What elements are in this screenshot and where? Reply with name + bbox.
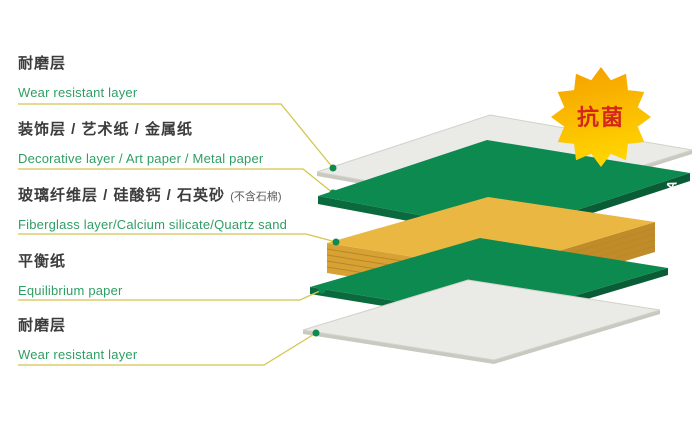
leader-line-decorative bbox=[18, 168, 334, 194]
starburst-shape bbox=[551, 67, 651, 167]
leader-line-core bbox=[18, 233, 337, 243]
label-wear-bottom-en: Wear resistant layer bbox=[18, 347, 138, 362]
layer-dot-wear-top bbox=[329, 164, 337, 172]
layer-wear-bottom-side-left bbox=[303, 330, 494, 364]
leader-line-wear-top bbox=[18, 103, 334, 169]
layer-equilibrium-face bbox=[310, 238, 668, 318]
label-wear-top-zh: 耐磨层 bbox=[18, 55, 67, 72]
leader-lines bbox=[18, 103, 337, 366]
label-decorative-zh: 装饰层 / 艺术纸 / 金属纸 bbox=[18, 121, 194, 138]
leader-line-wear-bottom bbox=[18, 332, 317, 366]
label-equilibrium: 平衡纸 Equilibrium paper bbox=[18, 250, 123, 298]
label-fiberglass-core-en: Fiberglass layer/Calcium silicate/Quartz… bbox=[18, 217, 288, 232]
label-fiberglass-core-zh-main: 玻璃纤维层 / 硅酸钙 / 石英砂 bbox=[18, 187, 226, 204]
layer-core-face bbox=[327, 197, 655, 270]
label-wear-top-en: Wear resistant layer bbox=[18, 85, 138, 100]
layer-wear-bottom-face bbox=[302, 279, 661, 361]
antibacterial-badge: 抗菌 bbox=[551, 67, 651, 167]
leader-line-equilibrium bbox=[18, 289, 323, 301]
label-equilibrium-en: Equilibrium paper bbox=[18, 283, 123, 298]
leader-dots bbox=[312, 164, 340, 337]
layer-dot-decorative bbox=[329, 189, 337, 197]
layer-wear-bottom bbox=[302, 279, 661, 364]
layer-decorative-face bbox=[318, 140, 690, 232]
layer-dot-core bbox=[332, 238, 340, 246]
label-decorative: 装饰层 / 艺术纸 / 金属纸 Decorative layer / Art p… bbox=[18, 118, 263, 166]
label-wear-bottom-zh: 耐磨层 bbox=[18, 317, 67, 334]
antibacterial-badge-text: 抗菌 bbox=[577, 105, 625, 130]
label-fiberglass-core-zh: 玻璃纤维层 / 硅酸钙 / 石英砂 (不含石棉) bbox=[18, 184, 287, 205]
layer-wear-bottom-side-right bbox=[494, 310, 660, 364]
label-decorative-en: Decorative layer / Art paper / Metal pap… bbox=[18, 151, 264, 166]
label-wear-bottom: 耐磨层 Wear resistant layer bbox=[18, 314, 137, 362]
label-wear-top: 耐磨层 Wear resistant layer bbox=[18, 52, 137, 100]
label-fiberglass-core-zh-note: (不含石棉) bbox=[230, 191, 282, 203]
layer-dot-equilibrium bbox=[318, 286, 326, 294]
label-fiberglass-core: 玻璃纤维层 / 硅酸钙 / 石英砂 (不含石棉) Fiberglass laye… bbox=[18, 184, 287, 232]
label-equilibrium-zh: 平衡纸 bbox=[18, 253, 67, 270]
layer-dot-wear-bottom bbox=[312, 329, 320, 337]
